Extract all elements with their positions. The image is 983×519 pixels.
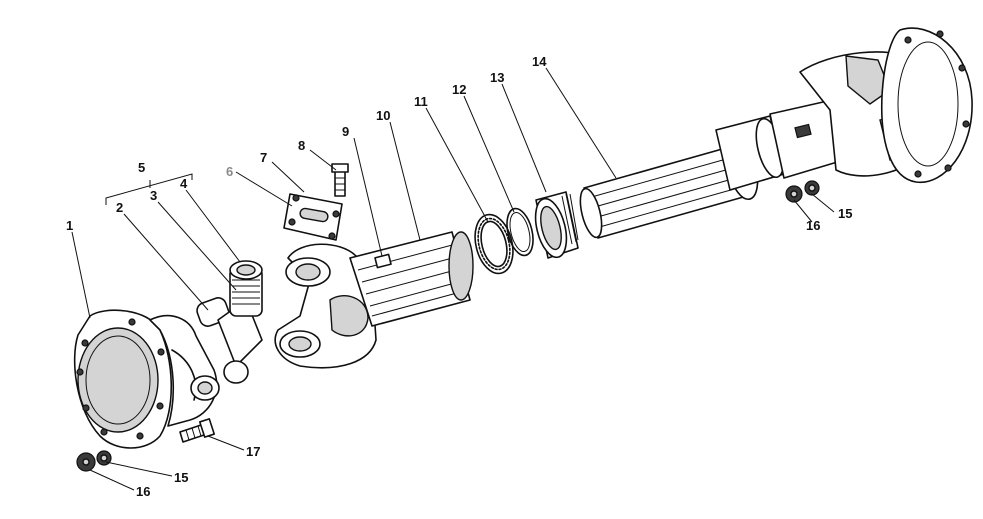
part-splined-sleeve: [349, 231, 474, 327]
callout-4: 4: [180, 176, 188, 191]
part-bushing-cap: [534, 191, 579, 259]
callout-10: 10: [376, 108, 390, 123]
callout-16-right: 16: [806, 218, 820, 233]
leader-lines: [71, 67, 835, 491]
callout-12: 12: [452, 82, 466, 97]
callout-labels: 1 2 3 4 5 6 7 8 9 10 11 12 13 14 15 16 1…: [66, 54, 852, 499]
part-slip-yoke: [274, 243, 377, 369]
part-lock-plate: [283, 193, 343, 241]
part-left-flange: [73, 309, 220, 449]
callout-2: 2: [116, 200, 123, 215]
part-nuts-left: [76, 450, 112, 472]
callout-1: 1: [66, 218, 73, 233]
part-right-flange: [799, 27, 973, 183]
callout-13: 13: [490, 70, 504, 85]
part-universal-cross: [196, 260, 263, 384]
callout-6: 6: [226, 164, 233, 179]
callout-16-left: 16: [136, 484, 150, 499]
callout-11: 11: [414, 94, 428, 109]
callout-15-right: 15: [838, 206, 852, 221]
part-nuts-right: [785, 180, 820, 203]
callout-7: 7: [260, 150, 267, 165]
callout-3: 3: [150, 188, 157, 203]
part-bolt-8: [331, 163, 349, 197]
part-seal-ring: [474, 213, 514, 275]
callout-9: 9: [342, 124, 349, 139]
callout-15-left: 15: [174, 470, 188, 485]
callout-8: 8: [298, 138, 305, 153]
part-retaining-ring: [506, 207, 534, 257]
callout-17: 17: [246, 444, 260, 459]
part-bolt-17: [179, 418, 216, 443]
part-splined-shaft: [579, 99, 845, 239]
callout-5: 5: [138, 160, 145, 175]
callout-14: 14: [532, 54, 547, 69]
